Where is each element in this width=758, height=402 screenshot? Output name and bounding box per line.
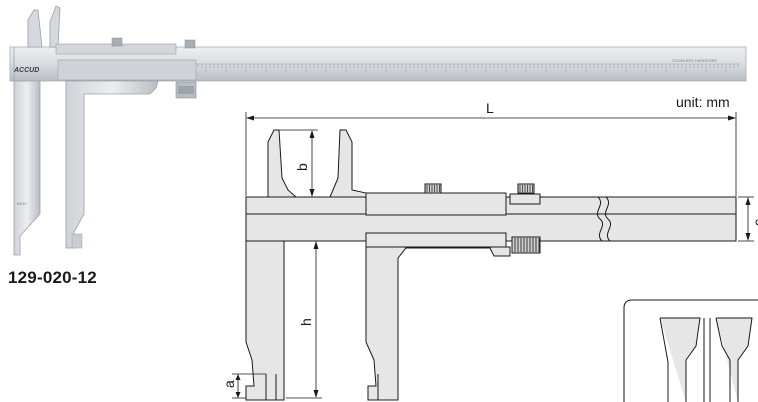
photo-jaw-marking: INOX: [17, 201, 27, 206]
detail-inset: [623, 299, 758, 402]
drawing-fixed-lower-jaw: [245, 240, 285, 401]
drawing-sliding-lower-jaw: [365, 241, 511, 401]
drawing-slider-top: [365, 192, 507, 216]
dimension-label-L: L: [486, 100, 494, 116]
photo-sliding-jaw: [49, 5, 197, 249]
drawing-sliding-upper-jaw: [329, 129, 367, 198]
dimension-arrows: [235, 115, 751, 398]
drawing-beam-break: [596, 196, 604, 242]
photo-brand-logo: ACCUD: [13, 67, 39, 74]
dimension-label-b: b: [294, 163, 310, 171]
drawing-thumb-screw-1: [424, 183, 442, 194]
svg-text:ACCUD: ACCUD: [13, 67, 39, 74]
dimension-label-h: h: [298, 318, 314, 326]
drawing-slider-bottom: [365, 232, 507, 248]
unit-label: unit: mm: [676, 94, 730, 110]
model-code: 129-020-12: [8, 268, 97, 287]
dimension-label-c: c: [750, 219, 758, 226]
drawing-fixed-upper-jaw: [267, 129, 298, 198]
photo-scale-marking: STAINLESS HARDENED: [672, 58, 717, 63]
drawing-thumb-screw-2: [517, 183, 535, 194]
photo-fixed-jaw: [13, 9, 43, 256]
dimension-label-a: a: [221, 380, 237, 388]
